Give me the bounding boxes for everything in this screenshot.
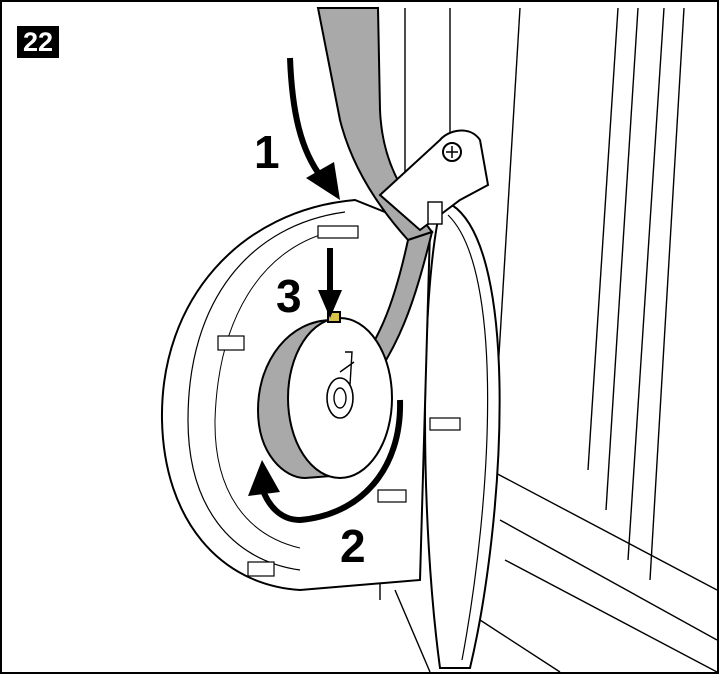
arrow-2 xyxy=(248,399,404,524)
housing-lid xyxy=(424,203,501,669)
callout-2: 2 xyxy=(340,520,366,572)
guide-bracket xyxy=(378,129,490,232)
strap-end-marker xyxy=(327,311,341,323)
callout-3: 3 xyxy=(276,270,302,322)
step-number-badge: 22 xyxy=(17,26,59,58)
strap-spool xyxy=(256,311,393,480)
callout-1: 1 xyxy=(254,126,280,178)
arrow-3 xyxy=(318,248,342,318)
arrow-1 xyxy=(287,57,340,200)
